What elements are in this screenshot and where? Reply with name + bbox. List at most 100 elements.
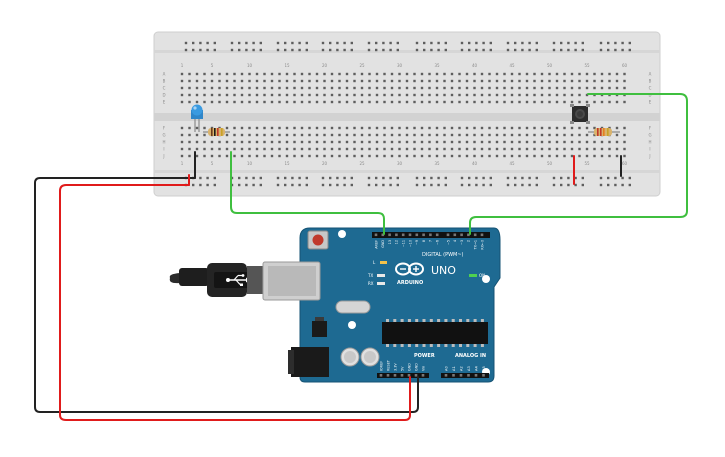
breadboard-hole[interactable] [323, 100, 326, 104]
breadboard-hole[interactable] [510, 86, 514, 90]
breadboard-hole[interactable] [338, 86, 341, 90]
breadboard-hole[interactable] [615, 79, 619, 83]
breadboard-hole[interactable] [525, 100, 529, 104]
breadboard-hole[interactable] [555, 133, 559, 137]
breadboard-hole[interactable] [315, 79, 319, 83]
breadboard-hole[interactable] [315, 100, 319, 104]
breadboard-hole[interactable] [563, 154, 566, 158]
breadboard-hole[interactable] [623, 140, 626, 144]
breadboard-hole[interactable] [225, 154, 229, 158]
breadboard-hole[interactable] [450, 154, 454, 158]
breadboard-hole[interactable] [428, 100, 431, 104]
breadboard-hole[interactable] [255, 72, 259, 76]
breadboard-hole[interactable] [405, 126, 409, 130]
rail-hole[interactable] [284, 176, 287, 180]
rail-hole[interactable] [599, 183, 603, 187]
breadboard-hole[interactable] [488, 86, 491, 90]
breadboard-hole[interactable] [293, 140, 296, 144]
breadboard-hole[interactable] [428, 147, 431, 151]
breadboard-hole[interactable] [255, 133, 259, 137]
breadboard-hole[interactable] [338, 79, 341, 83]
breadboard-hole[interactable] [240, 93, 244, 97]
rail-hole[interactable] [514, 41, 517, 45]
rail-hole[interactable] [423, 41, 426, 45]
breadboard-hole[interactable] [293, 79, 296, 83]
rail-hole[interactable] [276, 176, 280, 180]
rail-hole[interactable] [460, 176, 464, 180]
rail-hole[interactable] [415, 48, 419, 52]
breadboard-hole[interactable] [248, 100, 251, 104]
breadboard-hole[interactable] [353, 79, 356, 83]
breadboard-hole[interactable] [593, 147, 596, 151]
breadboard-hole[interactable] [533, 133, 536, 137]
rail-hole[interactable] [506, 183, 510, 187]
rail-hole[interactable] [628, 41, 631, 45]
breadboard-hole[interactable] [270, 100, 274, 104]
breadboard-hole[interactable] [548, 133, 551, 137]
breadboard-hole[interactable] [450, 133, 454, 137]
rail-hole[interactable] [423, 48, 426, 52]
breadboard-hole[interactable] [405, 93, 409, 97]
breadboard-hole[interactable] [338, 100, 341, 104]
rail-hole[interactable] [489, 48, 492, 52]
digital-pin-hole[interactable] [388, 233, 391, 237]
breadboard-hole[interactable] [585, 93, 589, 97]
rail-hole[interactable] [343, 41, 346, 45]
rail-hole[interactable] [305, 183, 308, 187]
breadboard-hole[interactable] [323, 72, 326, 76]
breadboard-hole[interactable] [465, 79, 469, 83]
breadboard-hole[interactable] [518, 147, 521, 151]
rail-hole[interactable] [343, 183, 346, 187]
breadboard-hole[interactable] [285, 154, 289, 158]
rail-hole[interactable] [628, 48, 631, 52]
breadboard-hole[interactable] [450, 100, 454, 104]
breadboard-hole[interactable] [525, 140, 529, 144]
breadboard-hole[interactable] [548, 86, 551, 90]
breadboard-hole[interactable] [218, 79, 221, 83]
breadboard-hole[interactable] [405, 133, 409, 137]
breadboard-hole[interactable] [450, 140, 454, 144]
breadboard-hole[interactable] [578, 72, 581, 76]
breadboard-hole[interactable] [218, 100, 221, 104]
breadboard-hole[interactable] [510, 133, 514, 137]
breadboard-hole[interactable] [338, 93, 341, 97]
breadboard-hole[interactable] [420, 79, 424, 83]
breadboard-hole[interactable] [525, 79, 529, 83]
breadboard-hole[interactable] [585, 147, 589, 151]
breadboard-hole[interactable] [270, 154, 274, 158]
breadboard-hole[interactable] [450, 72, 454, 76]
analog-pin-hole[interactable] [459, 374, 463, 377]
breadboard-hole[interactable] [203, 86, 206, 90]
breadboard-hole[interactable] [578, 126, 581, 130]
rail-hole[interactable] [437, 183, 440, 187]
rail-hole[interactable] [375, 183, 378, 187]
breadboard-hole[interactable] [300, 126, 304, 130]
breadboard-hole[interactable] [293, 86, 296, 90]
rail-hole[interactable] [468, 176, 471, 180]
rail-hole[interactable] [607, 176, 610, 180]
breadboard-hole[interactable] [225, 72, 229, 76]
rail-hole[interactable] [489, 183, 492, 187]
analog-pin-holes[interactable] [444, 374, 485, 377]
rail-hole[interactable] [482, 48, 485, 52]
breadboard-hole[interactable] [413, 126, 416, 130]
breadboard-hole[interactable] [308, 126, 311, 130]
breadboard-hole[interactable] [398, 126, 401, 130]
breadboard-hole[interactable] [270, 126, 274, 130]
breadboard-hole[interactable] [435, 140, 439, 144]
breadboard-hole[interactable] [540, 147, 544, 151]
breadboard-hole[interactable] [225, 126, 229, 130]
breadboard-hole[interactable] [270, 133, 274, 137]
rail-hole[interactable] [444, 48, 447, 52]
rail-hole[interactable] [192, 41, 195, 45]
breadboard-hole[interactable] [233, 86, 236, 90]
rail-hole[interactable] [245, 176, 248, 180]
digital-pin-hole[interactable] [480, 233, 484, 237]
breadboard-hole[interactable] [578, 100, 581, 104]
breadboard-hole[interactable] [608, 86, 611, 90]
breadboard-hole[interactable] [323, 154, 326, 158]
breadboard-hole[interactable] [278, 86, 281, 90]
digital-pin-hole[interactable] [460, 233, 463, 237]
breadboard-hole[interactable] [353, 100, 356, 104]
